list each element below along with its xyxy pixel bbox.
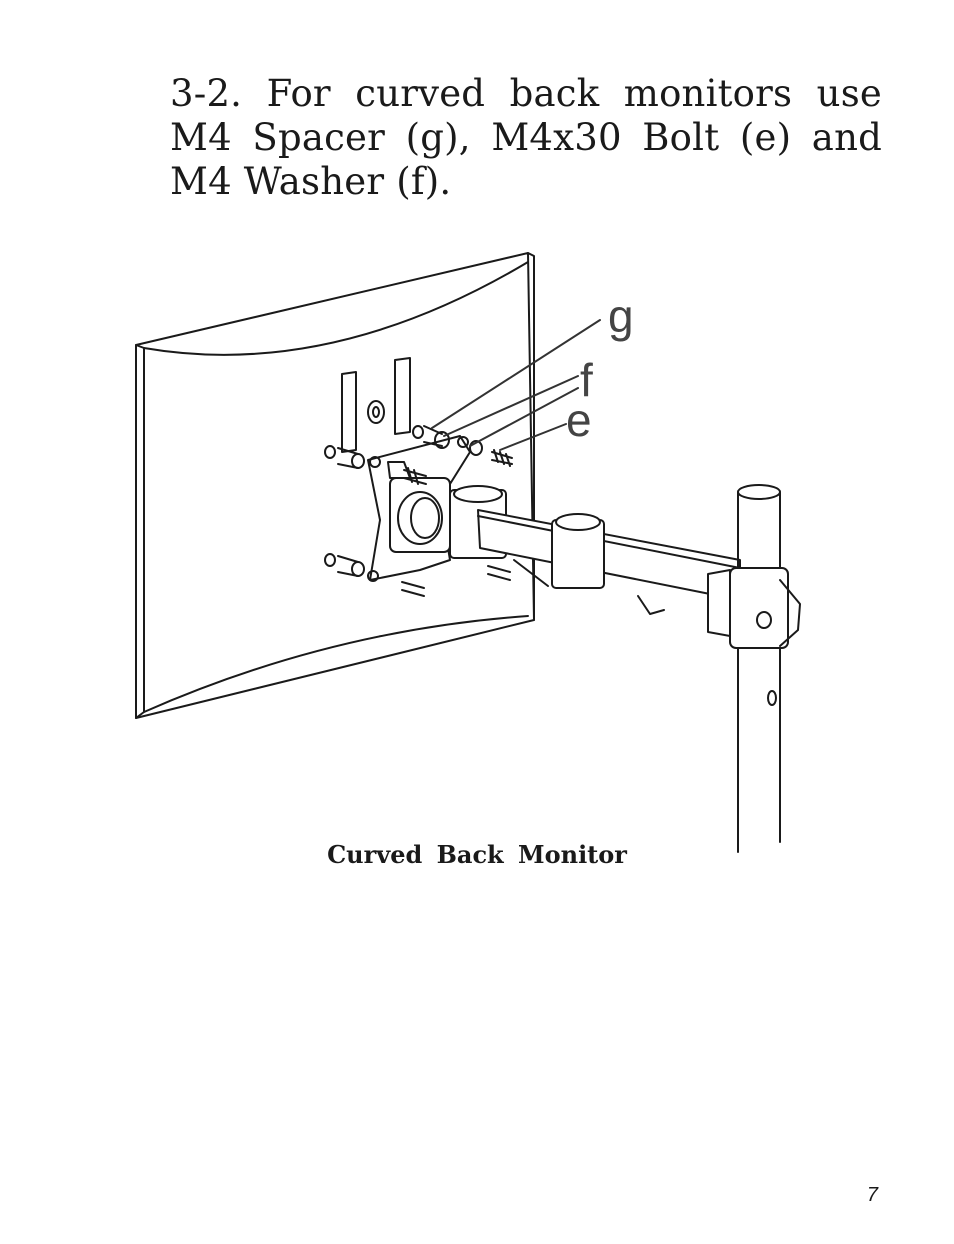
callout-e-label: e bbox=[566, 394, 592, 446]
page-number: 7 bbox=[866, 1184, 878, 1206]
pole bbox=[707, 484, 801, 853]
monitor-arm bbox=[449, 485, 741, 615]
instruction-text: 3-2. For curved back monitors use M4 Spa… bbox=[170, 72, 882, 203]
spacer-group-left bbox=[324, 445, 365, 577]
callout-g-label: g bbox=[608, 290, 634, 342]
figure-caption: Curved Back Monitor bbox=[327, 840, 627, 869]
hardware-set bbox=[401, 425, 513, 597]
callout-f-label: f bbox=[580, 354, 593, 406]
monitor-back bbox=[135, 252, 535, 719]
tilt-head bbox=[389, 477, 451, 553]
callout-leaders bbox=[431, 319, 601, 451]
